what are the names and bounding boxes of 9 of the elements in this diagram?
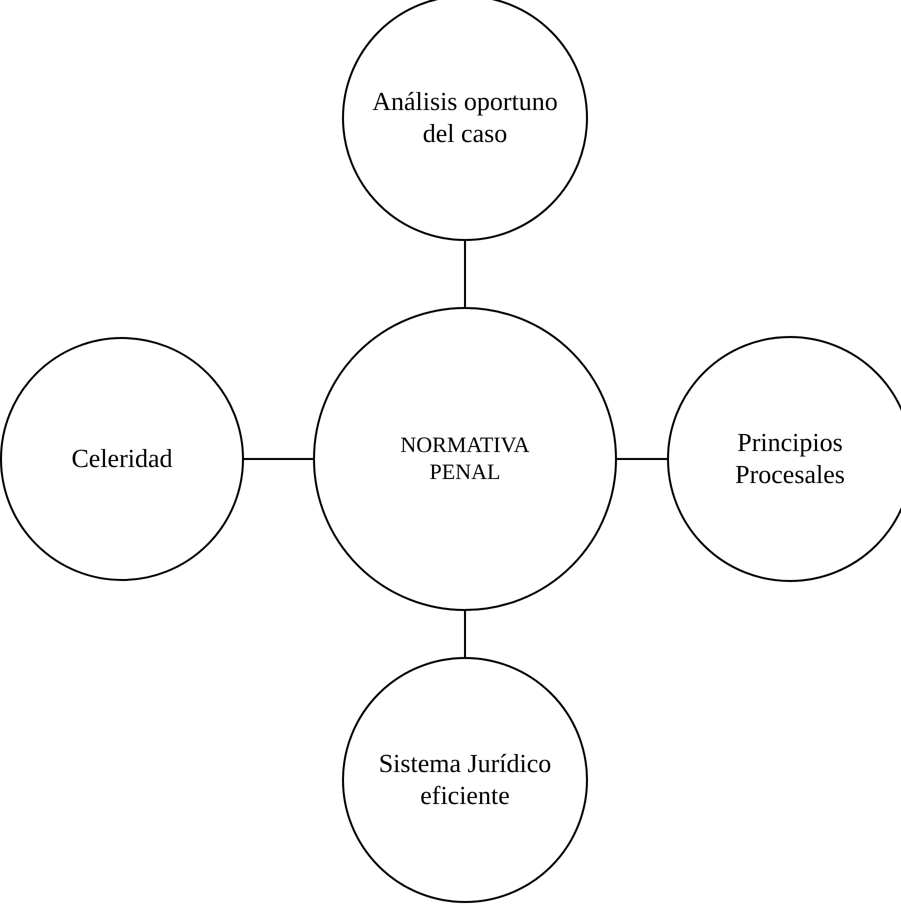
node-label: Análisis oportuno del caso [371,86,559,150]
node-label: Principios Procesales [734,427,846,491]
connector-line [464,241,466,307]
node-label: NORMATIVA PENAL [399,432,531,486]
connector-line [244,458,313,460]
node-label: Celeridad [71,443,173,475]
connector-line [617,458,667,460]
connector-line [464,611,466,657]
node-label: Sistema Jurídico eficiente [378,748,552,812]
